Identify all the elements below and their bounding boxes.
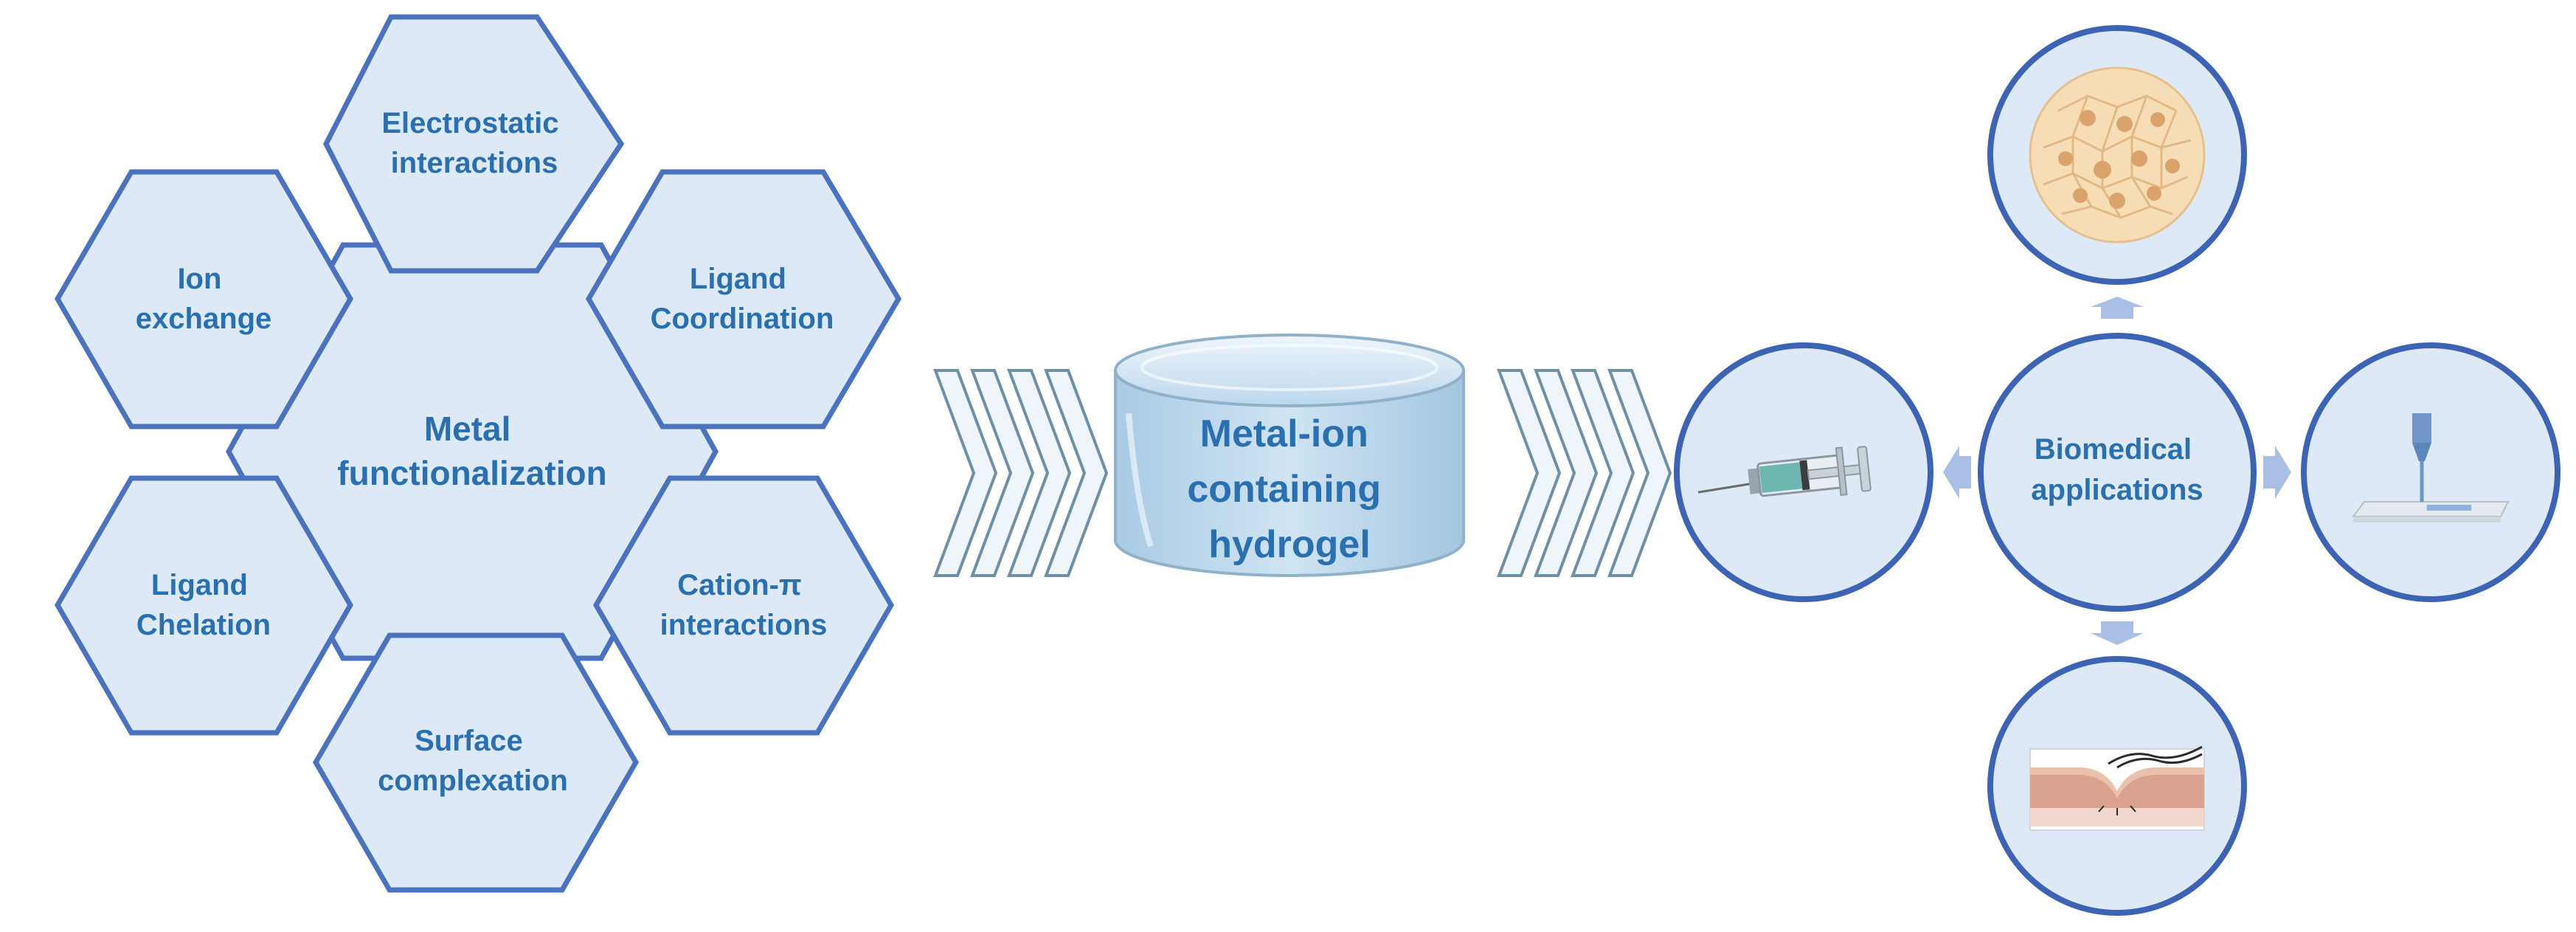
application-cell-culture bbox=[1987, 25, 2247, 285]
arrow-right-icon bbox=[2263, 446, 2291, 499]
hydrogel-disc: Metal-ion containing hydrogel bbox=[1114, 334, 1465, 577]
hexagon-cation-pi-label: Cation-π interactions bbox=[660, 569, 828, 641]
application-wound-healing bbox=[1987, 656, 2247, 916]
chevron-arrows-left bbox=[933, 369, 1109, 577]
syringe-icon bbox=[1697, 446, 1872, 497]
3d-bioprinter-icon bbox=[2352, 413, 2510, 522]
metal-functionalization-cluster: Metal functionalization Electrostatic in… bbox=[54, 14, 902, 893]
hexagon-cation-pi-interactions: Cation-π interactions bbox=[592, 475, 895, 736]
hexagon-surface-complexation: Surface complexation bbox=[312, 632, 640, 893]
hexagon-ligand-coordination-label: Ligand Coordination bbox=[651, 263, 834, 335]
hexagon-ion-exchange: Ion exchange bbox=[54, 169, 354, 429]
hexagon-ligand-chelation: Ligand Chelation bbox=[54, 475, 354, 736]
hexagon-electrostatic-label: Electrostatic interactions bbox=[381, 107, 567, 179]
hexagon-ligand-chelation-label: Ligand Chelation bbox=[136, 569, 271, 641]
arrow-left-icon bbox=[1943, 446, 1971, 499]
center-hexagon-label: Metal functionalization bbox=[337, 410, 606, 492]
application-arrows bbox=[1943, 297, 2291, 645]
hydrogel-label: Metal-ion containing hydrogel bbox=[1187, 413, 1391, 566]
biomedical-applications-hub: Biomedical applications bbox=[1978, 333, 2257, 612]
wound-skin-icon bbox=[2029, 745, 2205, 831]
application-bioprinting bbox=[2301, 342, 2561, 602]
center-hexagon: Metal functionalization bbox=[225, 242, 719, 661]
application-injectable bbox=[1674, 342, 1933, 602]
biomedical-applications-label: Biomedical applications bbox=[2031, 433, 2203, 506]
hexagon-ion-exchange-label: Ion exchange bbox=[136, 263, 272, 335]
hexagon-ligand-coordination: Ligand Coordination bbox=[585, 169, 902, 429]
hexagon-surface-complexation-label: Surface complexation bbox=[378, 725, 568, 797]
cell-culture-icon bbox=[2029, 66, 2206, 244]
biomedical-applications-circle bbox=[1978, 333, 2257, 612]
chevron-arrows-right bbox=[1497, 369, 1672, 577]
arrow-down-icon bbox=[2091, 621, 2144, 645]
hexagon-electrostatic-interactions: Electrostatic interactions bbox=[323, 14, 625, 274]
arrow-up-icon bbox=[2091, 297, 2144, 319]
